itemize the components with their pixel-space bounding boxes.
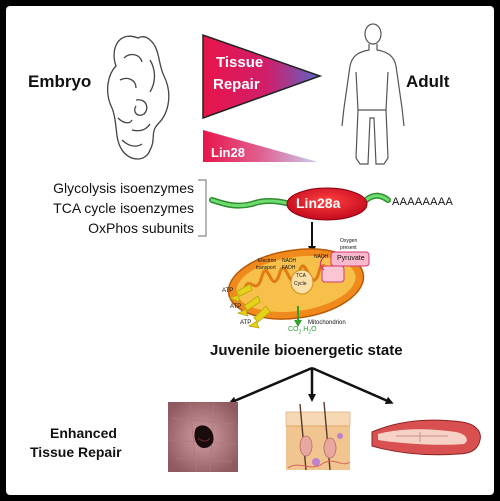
tissue-repair-triangle bbox=[202, 33, 323, 120]
nadh-fadh-label-2: FADH bbox=[282, 265, 296, 271]
juvenile-state-label: Juvenile bioenergetic state bbox=[210, 342, 403, 359]
skin-section-image bbox=[285, 401, 351, 471]
glycolysis-label: Glycolysis isoenzymes bbox=[53, 180, 194, 196]
enhanced-label-2: Tissue Repair bbox=[30, 444, 122, 460]
tissue-repair-label-1: Tissue bbox=[216, 54, 264, 71]
oxygen-label: Oxygen bbox=[340, 238, 358, 244]
etc-label-1: Electron bbox=[258, 258, 277, 264]
atp-label-2: ATP bbox=[230, 304, 242, 310]
digit-tip-image bbox=[371, 419, 481, 456]
tca-label: TCA cycle isoenzymes bbox=[53, 200, 194, 216]
mitochondrion-illustration bbox=[227, 248, 370, 320]
adult-label: Adult bbox=[406, 72, 450, 91]
arrow-to-wound bbox=[228, 366, 313, 405]
arrow-to-digit bbox=[311, 366, 394, 405]
lin28-triangle bbox=[203, 130, 318, 162]
tca-cycle-label-2: Cycle bbox=[294, 281, 307, 287]
wound-image bbox=[168, 402, 238, 472]
enhanced-label-1: Enhanced bbox=[50, 425, 117, 441]
tca-cycle-label-1: TCA bbox=[296, 273, 306, 279]
atp-label-1: ATP bbox=[222, 288, 234, 294]
co2-text: CO bbox=[288, 326, 299, 333]
embryo-label: Embryo bbox=[28, 72, 92, 91]
atp-arrows bbox=[228, 283, 271, 329]
co2-label: CO2 H2O bbox=[288, 326, 317, 336]
lin28a-label: Lin28a bbox=[296, 195, 341, 211]
tissue-repair-label-2: Repair bbox=[213, 76, 260, 93]
nadh-label: NADH bbox=[314, 254, 329, 260]
list-bracket bbox=[198, 179, 207, 237]
embryo-illustration bbox=[106, 35, 170, 160]
mitochondrion-label: Mitochondrion bbox=[308, 320, 346, 326]
nadh-fadh-label-1: NADH bbox=[282, 258, 297, 264]
oxphos-label: OxPhos subunits bbox=[88, 220, 194, 236]
pyruvate-label: Pyruvate bbox=[337, 255, 365, 262]
h2o-text: H bbox=[303, 326, 309, 333]
lin28-label: Lin28 bbox=[211, 145, 245, 160]
present-label: present bbox=[340, 245, 357, 251]
lin28a-protein bbox=[286, 187, 368, 221]
adult-illustration bbox=[341, 23, 405, 165]
poly-a-tail-label: AAAAAAAA bbox=[392, 196, 454, 208]
atp-label-3: ATP bbox=[240, 320, 252, 326]
etc-label-2: transport bbox=[256, 265, 276, 271]
